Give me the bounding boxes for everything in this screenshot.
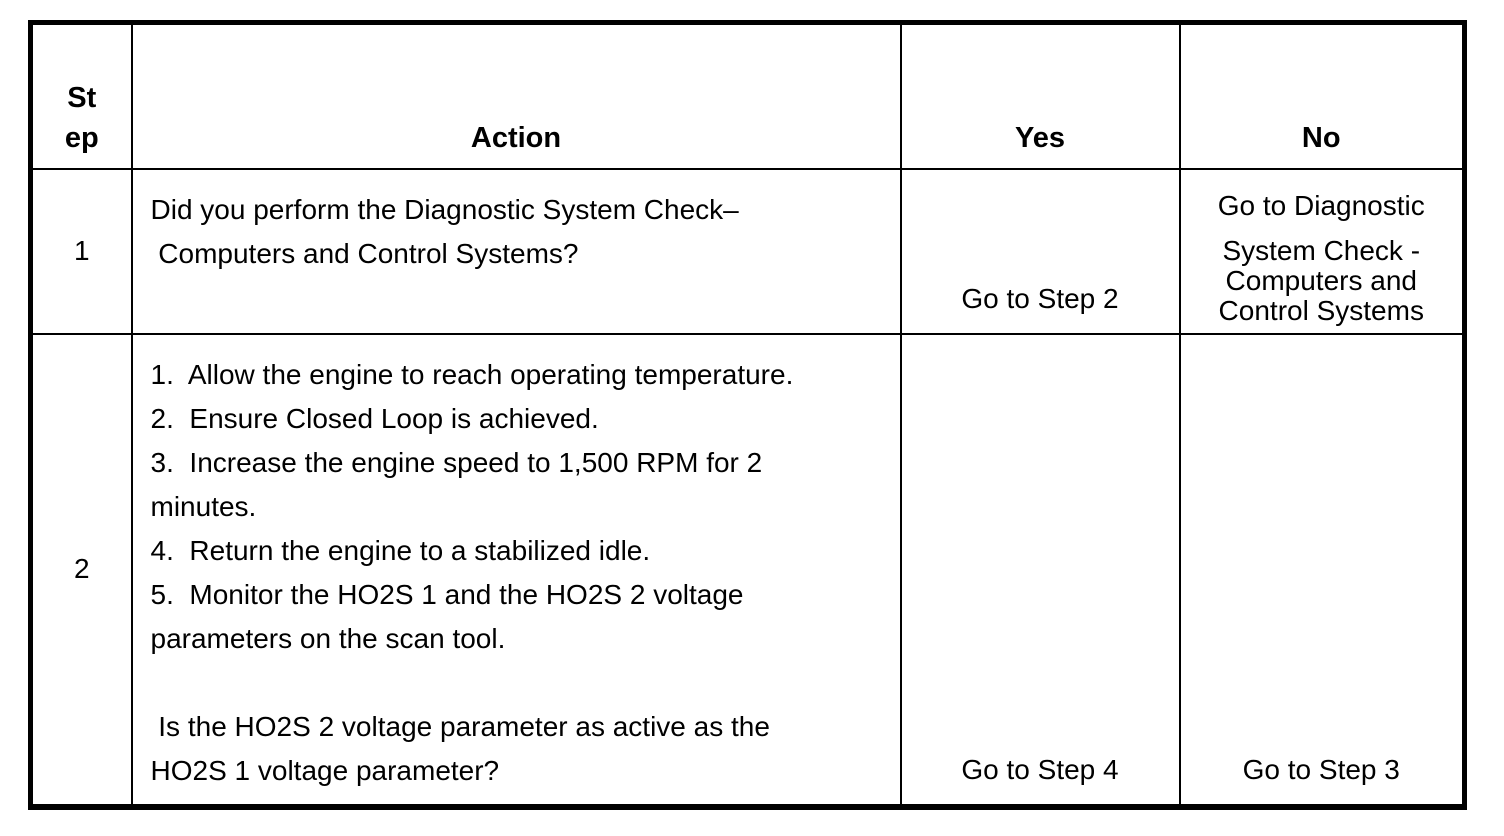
column-header-yes: Yes (899, 21, 1181, 170)
action-text: Did you perform the Diagnostic System Ch… (150, 193, 739, 269)
column-header-step: St ep (29, 21, 133, 170)
diagnostic-steps-table: St ep Action Yes No 1 Did you perform th… (28, 20, 1467, 810)
table-row-step-1: 1 Did you perform the Diagnostic System … (29, 167, 1466, 335)
no-result-text: Go to Step 3 (1242, 753, 1400, 785)
step-number: 2 (29, 332, 133, 808)
column-header-action: Action (130, 21, 902, 170)
action-cell: 1. Allow the engine to reach operating t… (130, 332, 902, 808)
yes-result-cell: Go to Step 4 (899, 332, 1181, 808)
no-result-cell: Go to Step 3 (1178, 332, 1466, 808)
table-row-step-2: 2 1. Allow the engine to reach operating… (29, 332, 1466, 808)
action-cell: Did you perform the Diagnostic System Ch… (130, 167, 902, 335)
yes-result-cell: Go to Step 2 (899, 167, 1181, 335)
no-result-cell: Go to Diagnostic System Check - Computer… (1178, 167, 1466, 335)
no-result-text-line1: Go to Diagnostic (1217, 189, 1425, 221)
header-row: St ep Action Yes No (29, 21, 1466, 170)
no-result-text-rest: System Check - Computers and Control Sys… (1218, 234, 1424, 326)
table-header: St ep Action Yes No (29, 21, 1466, 170)
step-number: 1 (29, 167, 133, 335)
action-text: 1. Allow the engine to reach operating t… (150, 358, 794, 786)
column-header-no: No (1178, 21, 1466, 170)
table-body: 1 Did you perform the Diagnostic System … (29, 167, 1466, 808)
yes-result-text: Go to Step 2 (961, 282, 1119, 314)
yes-result-text: Go to Step 4 (961, 753, 1119, 785)
